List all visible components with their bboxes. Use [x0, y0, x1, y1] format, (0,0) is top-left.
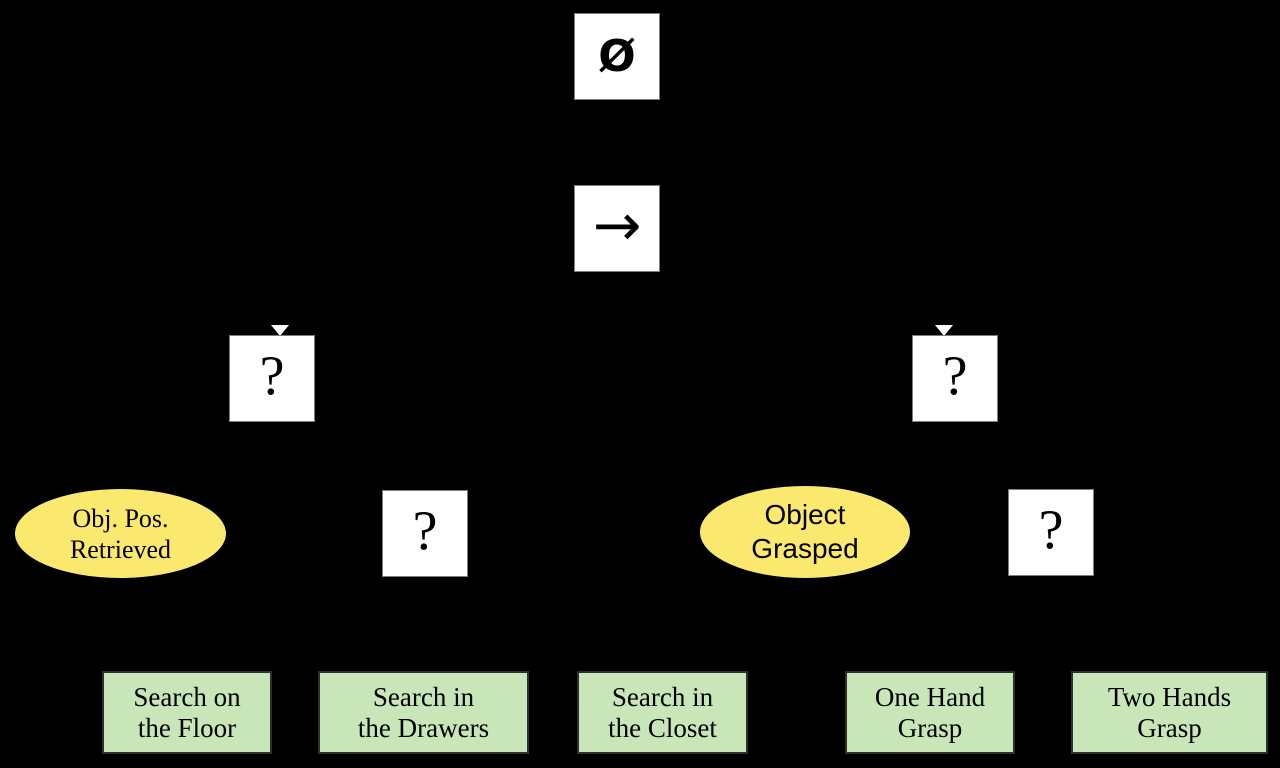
node-fallback-right-inner: ?: [1008, 489, 1094, 576]
action-label-line2: the Drawers: [357, 712, 490, 743]
action-one-hand-grasp: One Hand Grasp: [845, 671, 1015, 754]
action-search-in-the-drawers: Search in the Drawers: [318, 671, 529, 754]
action-label-line1: Search in: [372, 681, 475, 712]
node-fallback-mid-left: ?: [382, 490, 468, 577]
node-fallback-left: ?: [229, 335, 315, 422]
condition-obj-pos-retrieved: Obj. Pos. Retrieved: [13, 487, 228, 580]
action-label-line1: Two Hands: [1107, 681, 1232, 712]
action-label-line2: Grasp: [1137, 712, 1202, 743]
node-fallback-right: ?: [912, 335, 998, 422]
question-mark: ?: [942, 344, 968, 407]
node-root: Ø: [574, 13, 660, 100]
action-label-line1: Search in: [611, 681, 714, 712]
action-label-line1: One Hand: [874, 681, 986, 712]
action-label-line1: Search on: [133, 681, 241, 712]
edge-arrowhead-icon: [271, 325, 289, 336]
question-mark: ?: [412, 499, 438, 562]
condition-label-line1: Object: [764, 499, 846, 530]
condition-label-line2: Grasped: [751, 533, 859, 564]
question-mark: ?: [1038, 498, 1064, 561]
node-sequence: →: [574, 185, 660, 272]
condition-label-line1: Obj. Pos.: [72, 503, 169, 533]
action-search-in-the-closet: Search in the Closet: [577, 671, 748, 754]
right-arrow-icon: →: [592, 190, 642, 259]
action-label-line2: the Closet: [608, 712, 717, 743]
action-label-line2: the Floor: [137, 712, 237, 743]
edge-arrowhead-icon: [935, 325, 953, 336]
condition-label-line2: Retrieved: [69, 534, 172, 564]
question-mark: ?: [259, 344, 285, 407]
action-two-hands-grasp: Two Hands Grasp: [1071, 671, 1268, 754]
condition-object-grasped: Object Grasped: [698, 484, 912, 580]
action-label-line2: Grasp: [897, 712, 963, 743]
action-search-on-the-floor: Search on the Floor: [102, 671, 272, 754]
null-symbol: Ø: [598, 30, 636, 82]
